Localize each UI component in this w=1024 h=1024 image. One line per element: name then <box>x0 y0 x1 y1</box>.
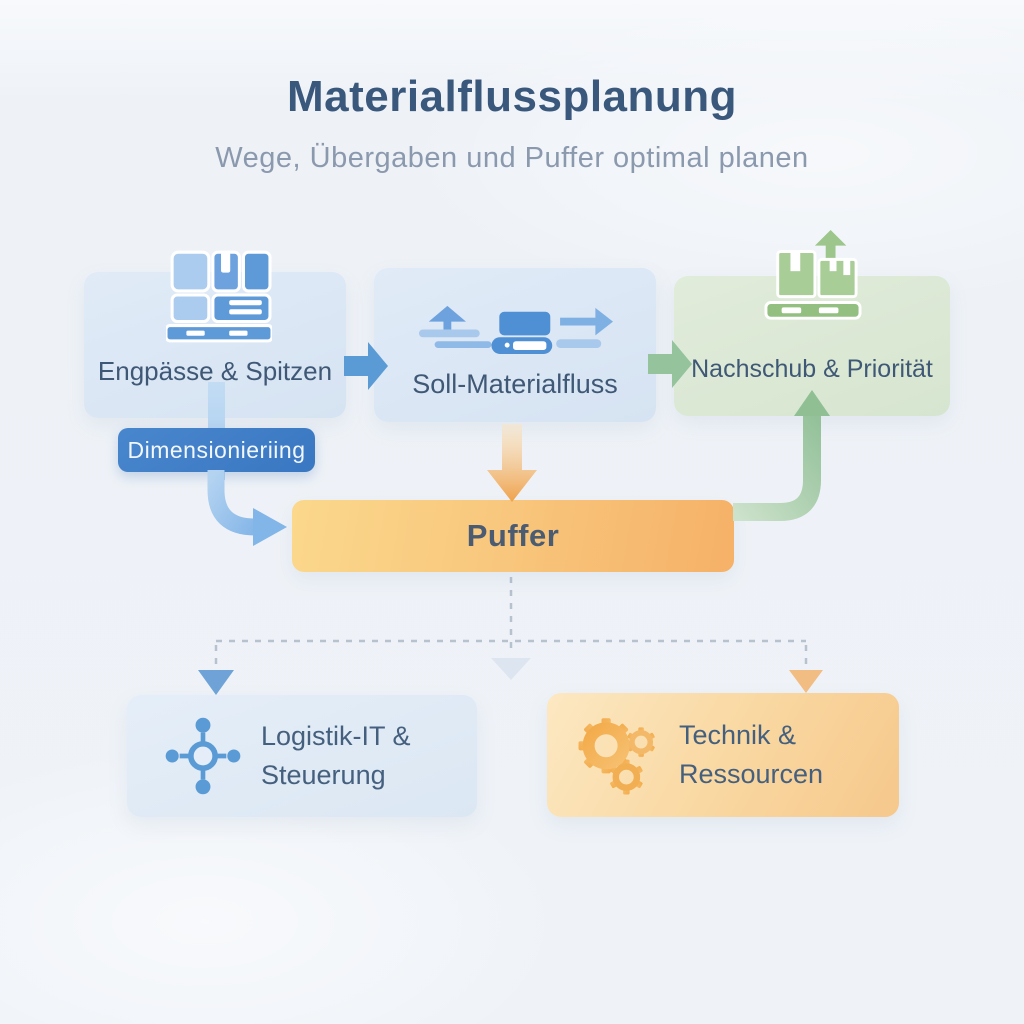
blue-arrowhead <box>198 670 234 695</box>
box-logistik-label: Logistik-IT & Steuerung <box>261 717 411 795</box>
restock-pallet-icon <box>764 230 862 320</box>
arrow-down-orange-icon <box>487 424 537 502</box>
box-technik-line1: Technik & <box>679 719 797 750</box>
box-soll: Soll-Materialfluss <box>374 268 656 422</box>
box-engpaesse-label: Engpässe & Spitzen <box>97 355 333 386</box>
box-puffer-label: Puffer <box>466 518 560 553</box>
box-logistik: Logistik-IT & Steuerung <box>127 695 477 817</box>
box-soll-label: Soll-Materialfluss <box>412 369 618 399</box>
pallet-boxes-icon <box>166 250 272 343</box>
dashed-branch-arrows-icon <box>198 577 823 695</box>
page-subtitle: Wege, Übergaben und Puffer optimal plane… <box>215 142 809 174</box>
badge-dimensionierung: Dimensionieriing <box>118 428 315 472</box>
gears-icon <box>578 718 655 795</box>
network-hub-icon <box>165 717 241 795</box>
box-technik: Technik & Ressourcen <box>547 693 899 817</box>
box-logistik-line1: Logistik-IT & <box>261 720 411 751</box>
orange-arrowhead <box>789 670 823 693</box>
box-technik-line2: Ressourcen <box>679 759 824 789</box>
curved-arrow-up-green-icon <box>733 390 830 521</box>
box-technik-label: Technik & Ressourcen <box>679 716 823 794</box>
curved-arrow-blue-icon <box>207 470 287 546</box>
arrow-right-blue-icon <box>344 342 388 390</box>
box-puffer: Puffer <box>292 500 734 572</box>
box-logistik-line2: Steuerung <box>261 760 386 790</box>
material-flow-icon <box>418 305 613 354</box>
box-nachschub: Nachschub & Priorität <box>674 276 950 416</box>
ghost-arrowhead <box>491 658 531 680</box>
box-nachschub-label: Nachschub & Priorität <box>691 354 933 383</box>
badge-dimensionierung-label: Dimensionieriing <box>127 436 306 463</box>
page-title: Materialflussplanung <box>286 72 738 121</box>
arrow-right-green-icon <box>648 340 692 388</box>
